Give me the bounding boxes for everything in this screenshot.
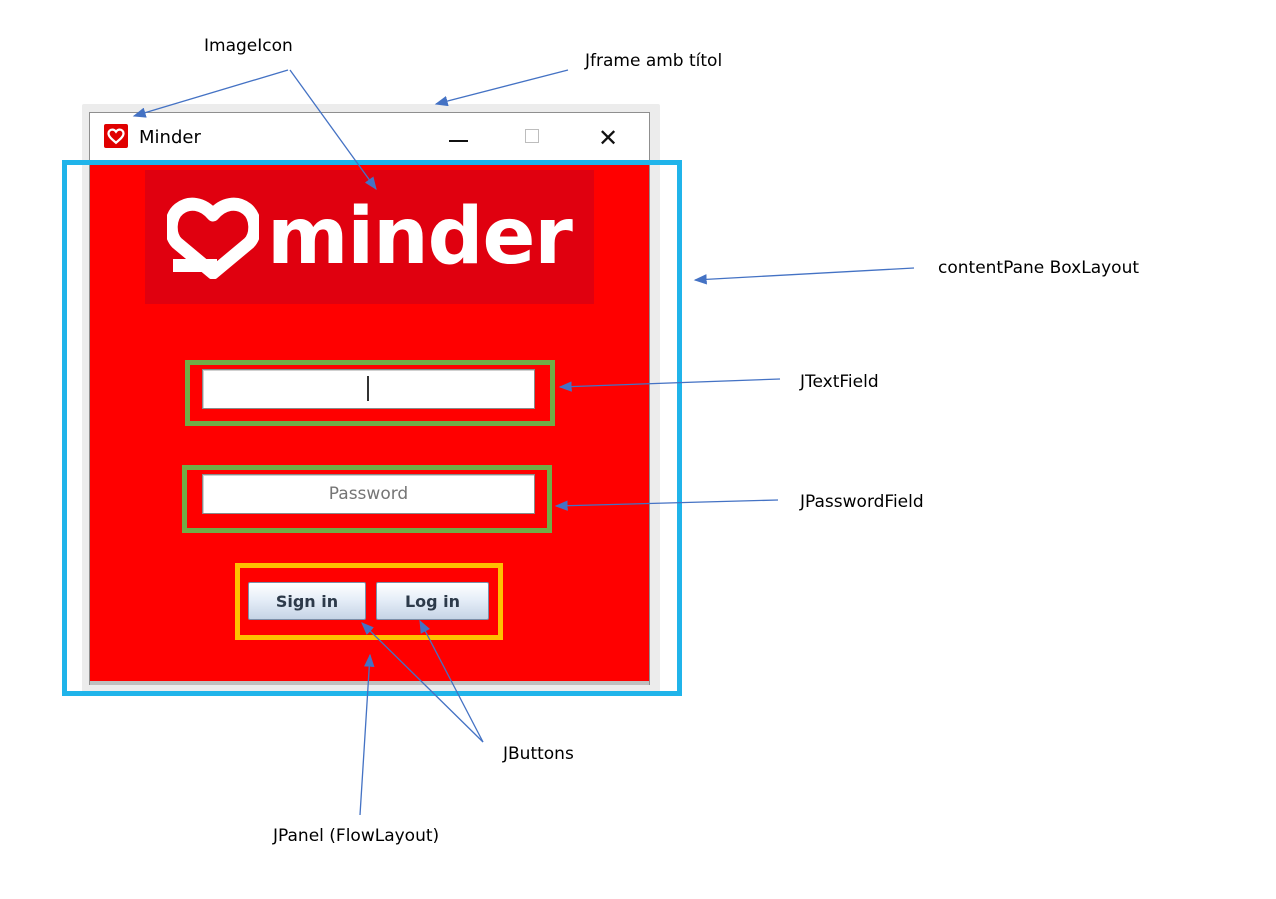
- heart-outline-icon: [167, 197, 260, 279]
- label-jpanel: JPanel (FlowLayout): [273, 826, 440, 846]
- passwordfield-highlight-box: [182, 465, 552, 533]
- arrow-contentpane: [693, 267, 915, 285]
- textfield-highlight-box: [185, 360, 555, 426]
- password-field[interactable]: [202, 474, 535, 514]
- label-imageicon: ImageIcon: [204, 36, 293, 56]
- log-in-button[interactable]: Log in: [376, 582, 489, 620]
- close-button[interactable]: ✕: [598, 124, 619, 152]
- maximize-button[interactable]: [525, 129, 539, 143]
- sign-in-button[interactable]: Sign in: [248, 582, 366, 620]
- heart-icon: [104, 124, 128, 148]
- label-jpasswordfield: JPasswordField: [800, 492, 924, 512]
- window-bottom-border: [90, 681, 649, 685]
- jpanel-highlight-box: [235, 563, 503, 640]
- arrow-jpanel: [359, 653, 375, 816]
- arrow-jbuttons-sign-in: [361, 622, 484, 743]
- label-contentpane: contentPane BoxLayout: [938, 258, 1140, 278]
- contentpane-highlight-box: [62, 160, 682, 696]
- title-bar[interactable]: [90, 113, 649, 164]
- logo-wordmark: minder: [267, 192, 573, 282]
- text-caret: [367, 376, 369, 401]
- arrow-jframe: [434, 69, 569, 107]
- window-title: Minder: [139, 127, 201, 148]
- label-jbuttons: JButtons: [503, 744, 574, 764]
- arrow-jpasswordfield: [554, 499, 779, 511]
- label-jframe: Jframe amb títol: [585, 51, 723, 71]
- arrow-jbuttons-log-in: [419, 619, 484, 743]
- username-field[interactable]: [202, 369, 535, 409]
- arrow-jtextfield: [558, 378, 781, 392]
- arrow-imageicon-logo: [289, 69, 377, 191]
- label-jtextfield: JTextField: [800, 372, 879, 392]
- logo-image: minder: [145, 170, 594, 304]
- minimize-button[interactable]: [449, 140, 468, 142]
- arrow-imageicon-title: [132, 69, 289, 118]
